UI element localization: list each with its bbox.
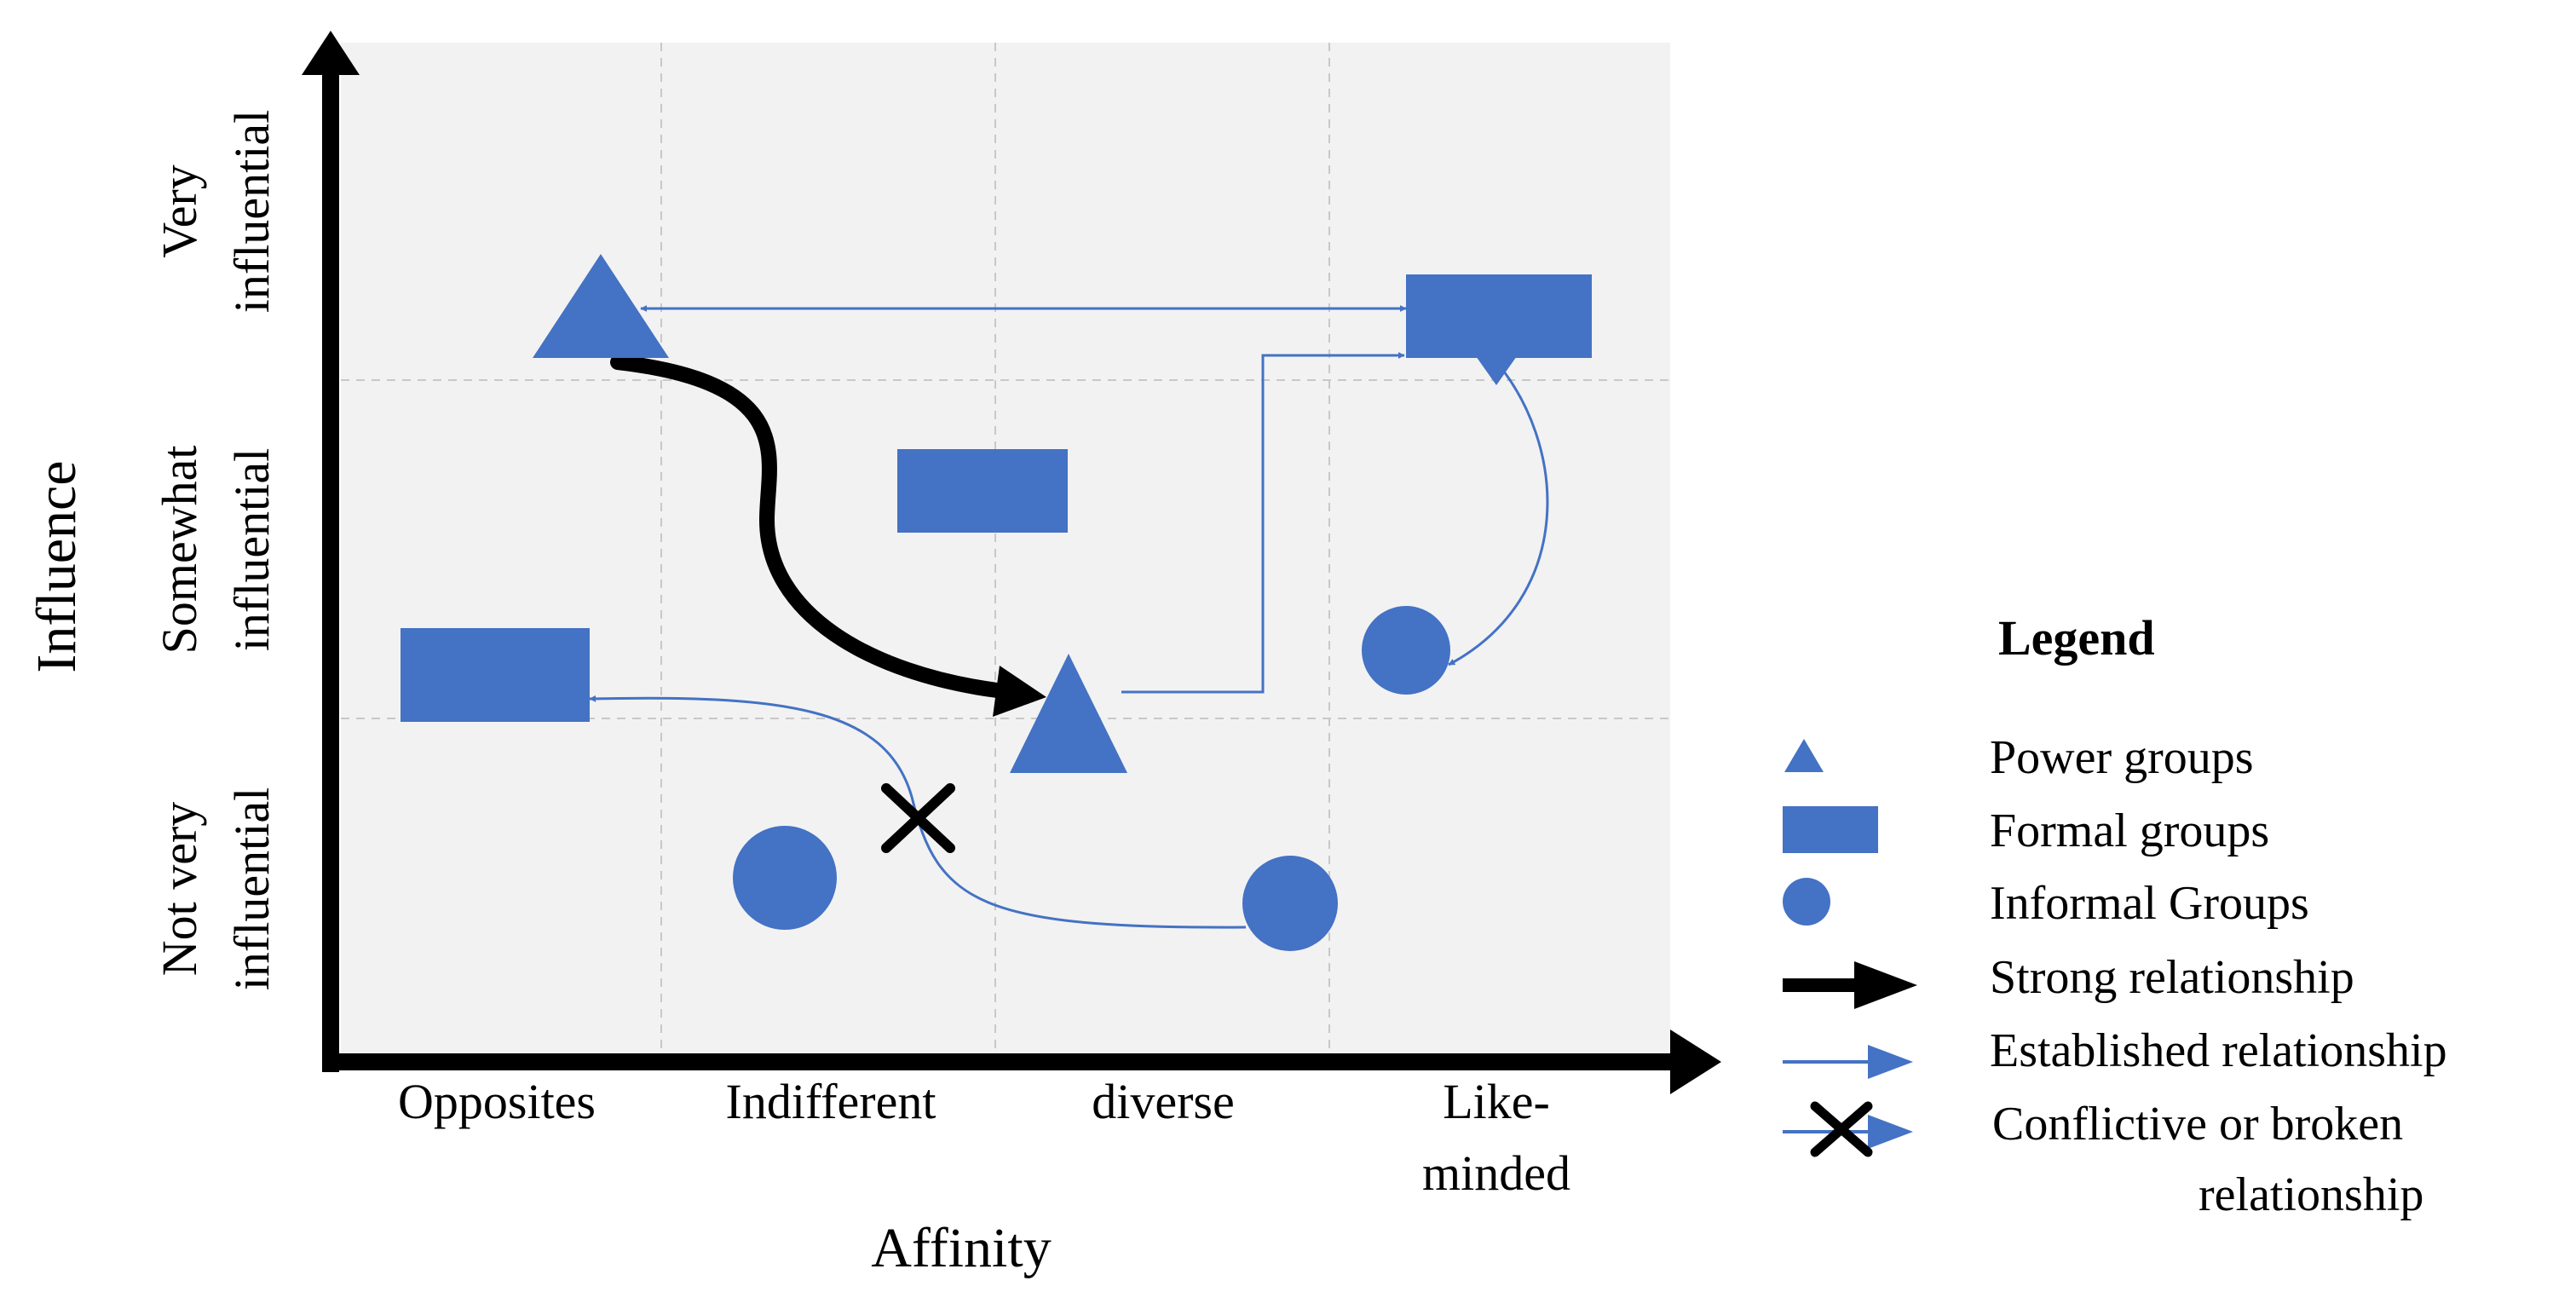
x-axis-arrowhead (1670, 1030, 1721, 1094)
y-category-label-not-very-influential-line2: influential (224, 787, 279, 990)
legend-label-formal-groups: Formal groups (1990, 805, 2269, 857)
y-axis-title: Influence (26, 460, 88, 672)
circle-icon (1783, 878, 1830, 926)
x-category-label-like-minded: Like- (1443, 1074, 1550, 1129)
strong-relationship-arrow (610, 355, 1005, 698)
triangle-icon (1784, 739, 1824, 772)
formal-group-rectangle (1406, 274, 1592, 358)
power-group-triangle (1010, 654, 1127, 773)
y-category-label-very-influential: Very (152, 164, 207, 258)
y-category-label-very-influential-line2: influential (224, 110, 279, 313)
rectangle-icon (1783, 806, 1878, 853)
legend-label-informal-groups: Informal Groups (1990, 877, 2309, 930)
x-category-label-diverse: diverse (1092, 1074, 1235, 1129)
x-axis-title: Affinity (871, 1217, 1051, 1279)
informal-group-circle (1362, 606, 1450, 695)
informal-group-circle (733, 826, 837, 930)
power-group-triangle (533, 254, 669, 358)
y-category-label-not-very-influential: Not very (152, 802, 207, 977)
legend-label-established-relationship: Established relationship (1990, 1024, 2447, 1077)
thin-arrow-icon (1783, 1045, 1913, 1079)
informal-group-circle (1242, 856, 1338, 951)
plot-area (341, 43, 1670, 1065)
x-category-label-opposites: Opposites (398, 1074, 596, 1129)
stakeholder-shapes (401, 254, 1592, 951)
established-relationship-arrow (1121, 352, 1405, 694)
legend-label-power-groups: Power groups (1990, 731, 2254, 784)
legend-label-conflictive-relationship-line2: relationship (2199, 1168, 2423, 1221)
legend-title: Legend (1998, 610, 2155, 666)
y-axis-arrowhead (302, 31, 360, 75)
y-axis-line (322, 68, 339, 1072)
x-axis-line (322, 1053, 1680, 1070)
formal-group-rectangle-pointer (1476, 356, 1517, 385)
legend: Legend Power groups Formal groups Inform… (1783, 610, 2447, 1221)
y-category-label-somewhat-influential-line2: influential (224, 448, 279, 651)
relationships (589, 305, 1549, 929)
broken-relationship-x-icon (881, 783, 955, 853)
formal-group-rectangle (897, 449, 1068, 533)
x-category-label-indifferent: Indifferent (726, 1074, 936, 1129)
conflictive-relationship-arrow (589, 695, 1247, 929)
formal-group-rectangle (401, 628, 590, 722)
x-axis-category-labels: Opposites Indifferent diverse Like-minded (398, 1074, 1570, 1201)
established-relationship-arrow (1448, 357, 1549, 666)
axes (302, 31, 1721, 1094)
y-category-label-somewhat-influential: Somewhat (152, 446, 207, 655)
thick-arrow-icon (1783, 961, 1917, 1009)
axis-text: Affinity Influence (26, 460, 1052, 1279)
crossed-arrow-icon (1783, 1101, 1913, 1157)
legend-label-conflictive-relationship: Conflictive or broken (1992, 1098, 2403, 1151)
x-category-label-like-minded-line2: minded (1422, 1145, 1570, 1201)
legend-label-strong-relationship: Strong relationship (1990, 951, 2354, 1004)
strong-relationship-arrowhead (993, 666, 1046, 717)
